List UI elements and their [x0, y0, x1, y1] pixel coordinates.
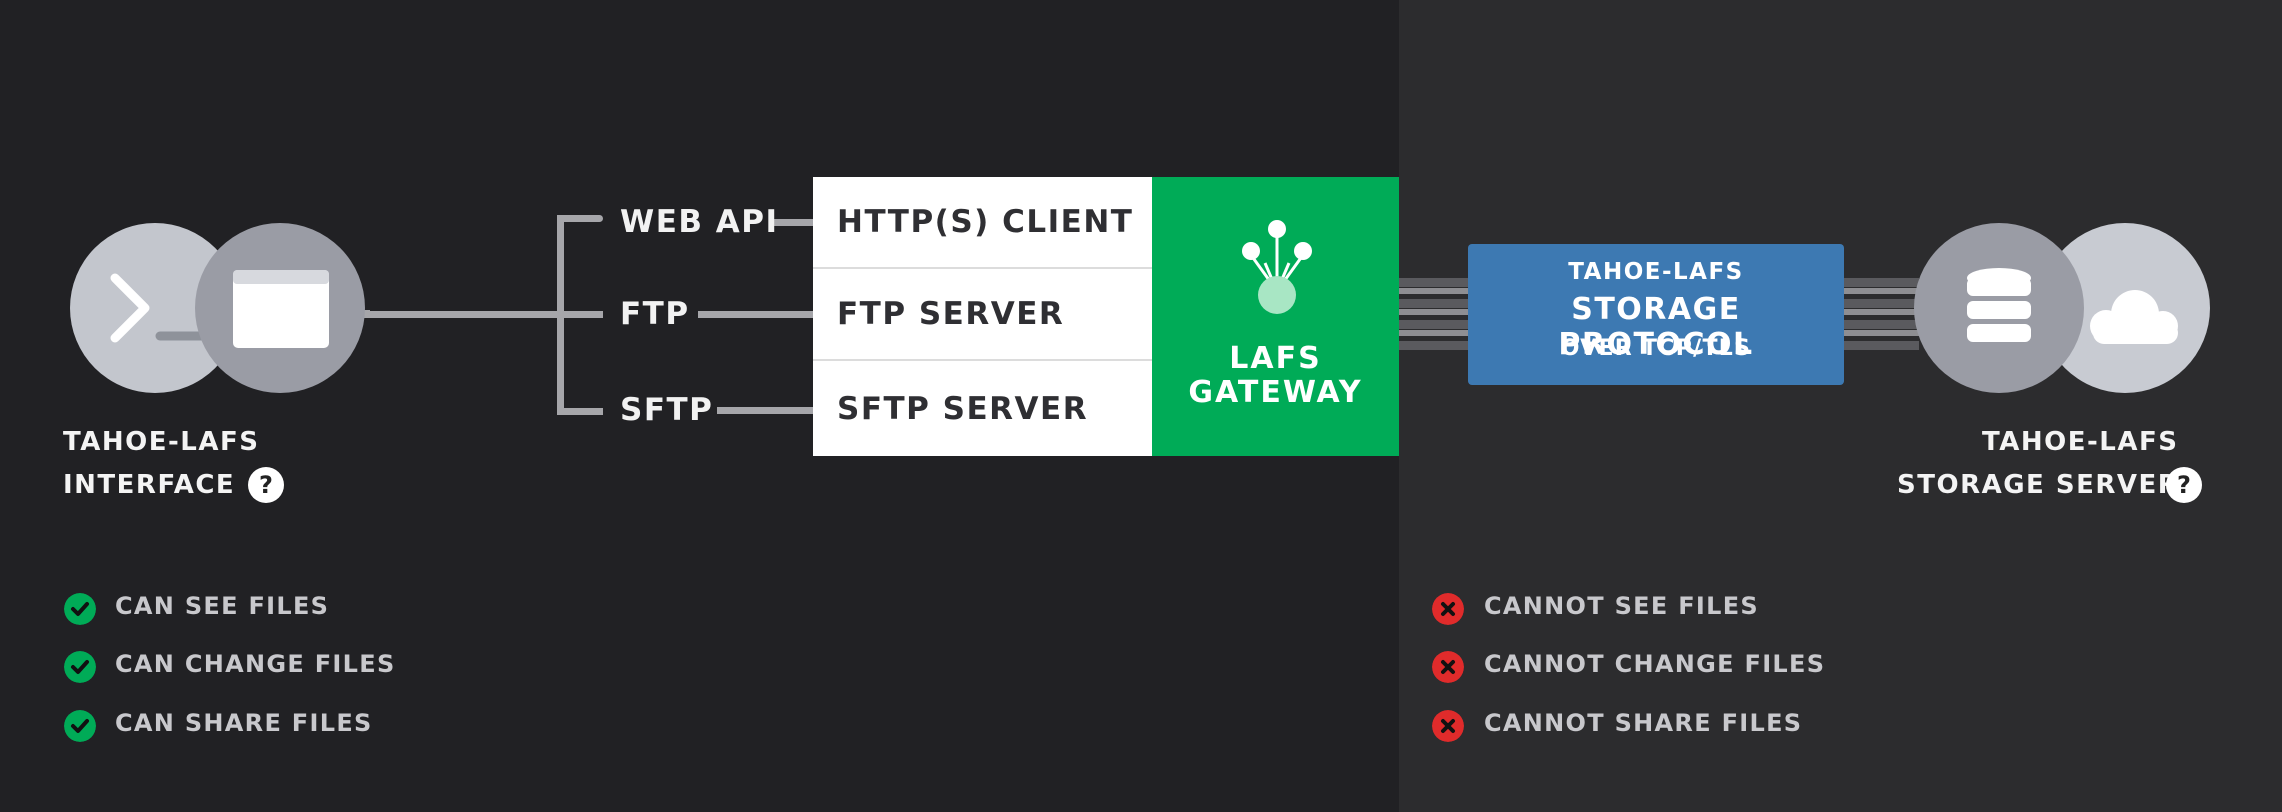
- gateway-label-line2: GATEWAY: [1188, 375, 1363, 410]
- storage-caption-line2: STORAGE SERVERS: [1897, 470, 2200, 500]
- gateway-node-icon: [1242, 220, 1312, 314]
- network-link-lines: [1399, 278, 1919, 350]
- storage-protocol-line3: OVER TCP/TLS: [1560, 336, 1752, 361]
- capability-change-files: CAN CHANGE FILES: [115, 650, 396, 678]
- server-ftp: FTP SERVER: [813, 269, 1152, 361]
- server-sftp: SFTP SERVER: [813, 361, 1152, 456]
- server-label: SFTP SERVER: [837, 390, 1089, 427]
- check-icon: [64, 710, 96, 742]
- frontend-servers-table: HTTP(S) CLIENT FTP SERVER SFTP SERVER: [813, 177, 1152, 456]
- restriction-share-files: CANNOT SHARE FILES: [1484, 709, 1803, 737]
- protocol-web-api: WEB API: [620, 204, 779, 240]
- interface-icons: [70, 223, 370, 393]
- cross-icon: [1432, 710, 1464, 742]
- terminal-icon: [70, 223, 240, 393]
- cross-icon: [1432, 651, 1464, 683]
- bracket-arm-bottom: [557, 408, 603, 415]
- protocol-sftp: SFTP: [620, 392, 714, 428]
- storage-icons: [1914, 223, 2210, 393]
- storage-protocol-line2: STORAGE PROTOCOL: [1558, 292, 1754, 362]
- interface-caption-line1: TAHOE-LAFS: [63, 427, 260, 457]
- bracket-arm-top: [557, 215, 603, 222]
- storage-protocol-line1: TAHOE-LAFS: [1568, 259, 1744, 285]
- server-label: FTP SERVER: [837, 296, 1065, 332]
- restriction-see-files: CANNOT SEE FILES: [1484, 592, 1760, 620]
- lafs-gateway: LAFS GATEWAY: [1152, 177, 1399, 456]
- storage-protocol-box: TAHOE-LAFS STORAGE PROTOCOL OVER TCP/TLS: [1468, 244, 1844, 385]
- server-side-panel: [1399, 0, 2282, 812]
- bracket-arm-middle: [557, 311, 603, 318]
- server-label: HTTP(S) CLIENT: [837, 204, 1134, 240]
- cross-icon: [1432, 593, 1464, 625]
- check-icon: [64, 651, 96, 683]
- wire-webapi: [771, 219, 813, 226]
- check-icon: [64, 593, 96, 625]
- protocol-ftp: FTP: [620, 296, 690, 332]
- capability-see-files: CAN SEE FILES: [115, 592, 330, 620]
- wire-sftp: [717, 407, 813, 414]
- interface-caption-line2: INTERFACE: [63, 470, 236, 500]
- storage-help-icon[interactable]: ?: [2166, 467, 2202, 503]
- capability-share-files: CAN SHARE FILES: [115, 709, 373, 737]
- storage-caption-line1: TAHOE-LAFS: [1982, 427, 2179, 457]
- interface-wire: [368, 311, 558, 318]
- gateway-label-line1: LAFS: [1229, 341, 1322, 376]
- restriction-change-files: CANNOT CHANGE FILES: [1484, 650, 1826, 678]
- interface-help-icon[interactable]: ?: [248, 467, 284, 503]
- server-http-client: HTTP(S) CLIENT: [813, 177, 1152, 269]
- wire-ftp: [698, 311, 813, 318]
